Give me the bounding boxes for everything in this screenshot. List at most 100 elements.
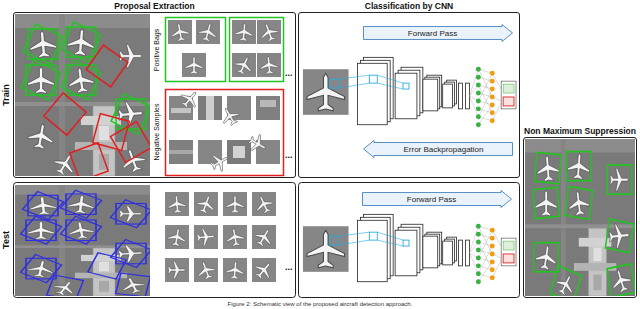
illustration-rect <box>223 258 247 282</box>
arrow-outline <box>363 191 512 208</box>
arrow-label: Error Backpropagation <box>403 145 483 154</box>
illustration-use <box>303 57 516 127</box>
illustration-g <box>223 192 247 216</box>
illustration-rect <box>165 225 189 249</box>
illustration-g <box>246 132 280 164</box>
illustration-rect <box>257 20 281 44</box>
pass-arrow: Forward Pass <box>363 24 513 42</box>
illustration-rect <box>111 239 152 267</box>
illustration-rect <box>607 264 635 298</box>
ellipsis: ... <box>285 262 293 273</box>
illustration-use <box>196 227 216 247</box>
panel-heading: Classification by CNN <box>365 1 453 11</box>
illustration-rect <box>607 165 631 194</box>
illustration-use <box>246 132 271 157</box>
illustration-rect <box>44 93 86 135</box>
arrow-outline <box>364 25 513 42</box>
illustration-rect <box>196 20 220 44</box>
illustration-rect <box>23 24 63 64</box>
illustration-g <box>223 225 247 249</box>
cnn-illustration <box>303 214 516 284</box>
illustration-rect <box>233 146 245 158</box>
illustration-rect <box>61 216 102 244</box>
illustration-use <box>15 14 150 179</box>
illustration-g <box>251 257 276 282</box>
illustration-rect <box>194 258 218 282</box>
illustration-rect <box>21 255 62 283</box>
negative-thumbnails <box>169 86 280 174</box>
ellipsis: ... <box>285 150 293 161</box>
illustration-use <box>257 20 280 43</box>
illustration-rect <box>21 60 61 100</box>
illustration-rect <box>169 140 193 164</box>
panel-heading: Proposal Extraction <box>114 1 194 11</box>
group-label: Negative Samples <box>152 104 161 161</box>
illustration-g <box>182 53 206 77</box>
illustration-use <box>303 214 516 284</box>
group-label: Positive Bags <box>152 29 161 71</box>
illustration-g <box>194 192 218 216</box>
illustration-g <box>169 140 193 164</box>
illustration-rect <box>171 108 191 113</box>
illustration-g <box>533 152 635 303</box>
cnn-illustration <box>303 57 516 127</box>
illustration-g <box>194 225 218 249</box>
illustration-rect <box>66 27 96 57</box>
illustration-rect <box>252 225 276 249</box>
panel-heading: Non Maximum Suppression <box>524 126 636 136</box>
illustration-g <box>44 45 152 181</box>
pass-arrow: Forward Pass <box>362 190 512 208</box>
panel-frame <box>14 183 296 298</box>
illustration-rect <box>194 225 218 249</box>
illustration-use <box>225 260 245 280</box>
illustration-rect <box>23 192 64 220</box>
illustration-use <box>234 22 254 42</box>
illustration-use <box>218 104 243 129</box>
illustration-rect <box>227 140 251 164</box>
illustration-g <box>194 258 218 282</box>
bag-frame <box>166 18 226 82</box>
illustration-rect <box>252 192 276 216</box>
illustration-rect <box>534 243 558 272</box>
illustration-use <box>232 53 256 77</box>
illustration-use <box>194 192 217 215</box>
illustration-rect <box>116 273 151 297</box>
pass-arrow: Error Backpropagation <box>363 140 513 158</box>
illustration-use <box>167 194 187 214</box>
illustration-use <box>167 227 188 248</box>
illustration-rect <box>533 187 559 218</box>
illustration-rect <box>165 192 189 216</box>
illustration-rect <box>88 253 126 279</box>
negative-frame <box>166 90 284 176</box>
illustration-rect <box>605 219 633 253</box>
illustration-rect <box>565 187 593 220</box>
sample-group: Negative Samples <box>150 88 285 176</box>
stage-panel: Non Maximum Suppression <box>523 137 637 298</box>
illustration-use <box>168 261 186 279</box>
aerial-image <box>525 139 635 303</box>
illustration-rect <box>169 150 193 154</box>
illustration-g <box>252 192 276 216</box>
illustration-rect <box>168 20 192 44</box>
illustration-rect <box>194 192 218 216</box>
illustration-g <box>165 225 189 249</box>
illustration-rect <box>21 216 62 244</box>
illustration-use <box>225 227 246 248</box>
illustration-g <box>198 96 222 120</box>
illustration-rect <box>86 45 128 87</box>
panel-frame <box>299 183 520 298</box>
illustration-g <box>256 96 280 120</box>
illustration-rect <box>182 53 206 77</box>
illustration-use <box>259 55 279 75</box>
illustration-rect <box>256 96 280 120</box>
illustration-use <box>226 195 244 213</box>
illustration-rect <box>111 200 152 228</box>
illustration-rect <box>66 65 96 95</box>
illustration-rect <box>232 20 256 44</box>
illustration-use <box>194 258 217 281</box>
illustration-rect <box>232 53 256 77</box>
illustration-g <box>21 190 152 300</box>
arrow-label: Forward Pass <box>408 29 457 38</box>
illustration-use <box>252 225 277 250</box>
